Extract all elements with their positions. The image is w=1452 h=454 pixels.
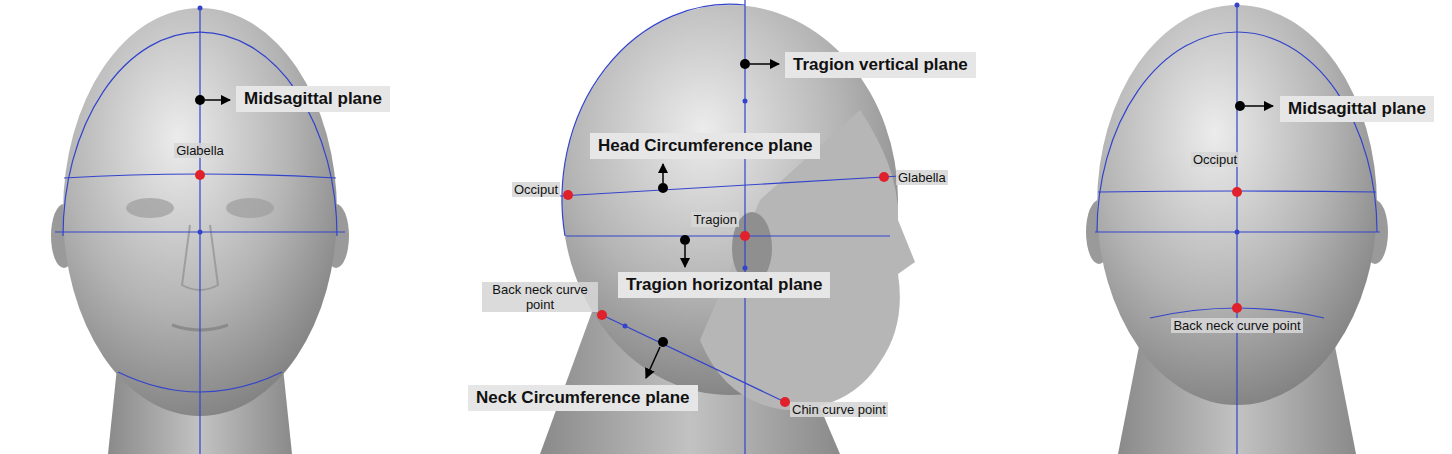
plane-label-box: Tragion vertical plane [785,52,976,78]
landmark-dot [563,190,573,200]
leader-arrow [750,63,779,65]
leader-dot [1235,101,1245,111]
leader-arrow [662,164,664,183]
leader-arrow [1245,105,1273,107]
leader-dot [658,337,668,347]
plane-line [562,4,745,236]
plane-label-box: Head Circumference plane [590,133,820,159]
landmark-dot [740,231,750,241]
plane-name: Tragion vertical plane [793,55,968,75]
plane-label-box: Neck Circumference plane [468,385,698,411]
landmark-name: Occiput [1191,152,1239,167]
leader-arrow [205,99,230,101]
landmark-name: Back neck curve point [1171,318,1302,333]
eye-shape [126,198,174,218]
leader-arrow [646,347,660,378]
plane-point [198,230,203,235]
plane-line [560,176,900,196]
landmark-dot [1232,303,1242,313]
landmark-name: Occiput [512,182,560,197]
plane-point [1235,230,1240,235]
landmark-name: Chin curve point [790,402,888,417]
plane-label-box: Tragion horizontal plane [618,272,830,298]
landmark-name: Tragion [691,212,739,227]
plane-line [566,235,890,236]
plane-point [743,266,748,271]
plane-line [118,372,282,392]
plane-label-box: Midsagittal plane [1280,96,1434,122]
leader-dot [740,59,750,69]
plane-name: Neck Circumference plane [476,388,690,408]
plane-point [198,6,203,11]
eye-shape [226,198,274,218]
leader-dot [680,235,690,245]
plane-point [743,99,748,104]
landmark-dot [780,397,790,407]
leader-dot [658,183,668,193]
landmark-dot [1232,187,1242,197]
landmark-dot [597,310,607,320]
plane-point [623,324,628,329]
plane-name: Midsagittal plane [244,89,382,109]
landmark-dot [195,170,205,180]
plane-name: Midsagittal plane [1288,99,1426,119]
landmark-name: Glabella [896,170,948,185]
landmark-name: Glabella [174,143,226,158]
leader-dot [195,95,205,105]
plane-point [1235,3,1240,8]
plane-name: Tragion horizontal plane [626,275,822,295]
leader-arrow [684,245,686,267]
plane-label-box: Midsagittal plane [236,86,390,112]
plane-name: Head Circumference plane [598,136,812,156]
landmark-dot [879,172,889,182]
landmark-name: Back neck curve point [482,282,598,312]
